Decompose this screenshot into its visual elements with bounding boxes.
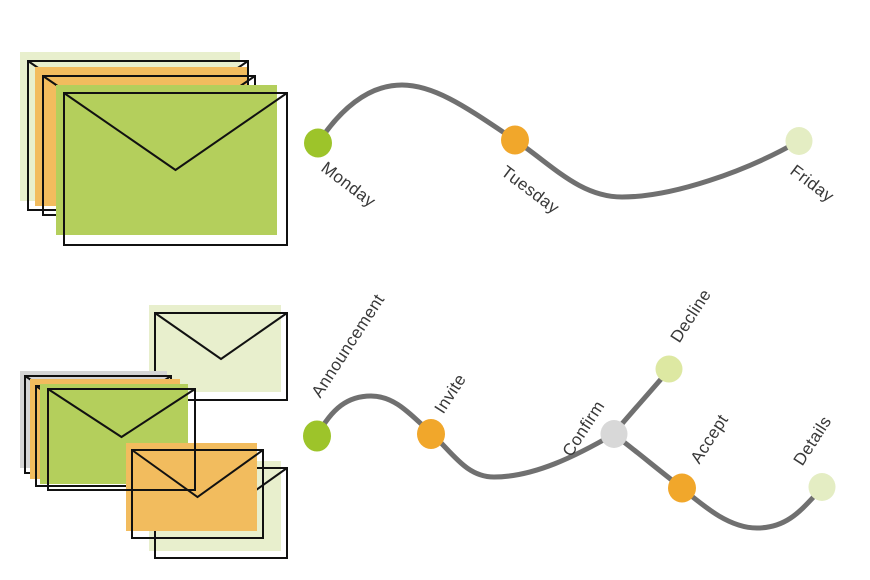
envelope-green-front: [56, 85, 288, 246]
node-dot-accept: [668, 473, 696, 503]
node-dot-friday: [785, 127, 813, 155]
node-dot-monday: [304, 128, 332, 158]
node-dot-tuesday: [501, 125, 529, 155]
node-dot-decline: [655, 355, 683, 383]
top-timeline-curve: [315, 82, 802, 200]
envelope-stack-top-left: [20, 52, 288, 246]
node-dot-announcement: [303, 420, 331, 452]
node-dot-details: [808, 473, 836, 501]
envelope-cluster-bottom-left: [20, 305, 288, 559]
envelope-orange-bottom: [126, 443, 264, 539]
envelope-green-front-outline: [47, 388, 196, 491]
node-dot-invite: [417, 419, 445, 449]
node-dot-confirm: [600, 420, 628, 448]
branch-decline-curve: [612, 368, 671, 435]
accept-details-curve: [681, 487, 823, 531]
